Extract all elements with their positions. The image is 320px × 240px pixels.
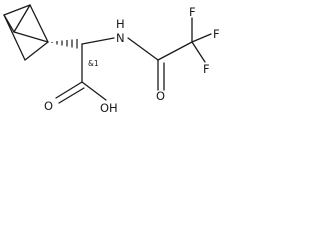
- hashed-wedge: [51, 39, 78, 49]
- molecule-structure: H N O F F F O OH &1: [3, 4, 220, 115]
- acid-co-bond: [55, 81, 83, 99]
- n-c-bond: [127, 37, 159, 61]
- cage-bond: [24, 41, 49, 61]
- amide-oxygen-label: O: [156, 89, 165, 103]
- acid-oxygen-label: O: [44, 99, 53, 113]
- cage-bond: [3, 14, 26, 61]
- cage-bond: [13, 31, 49, 43]
- cage-bond: [29, 4, 49, 43]
- c-f-bond: [191, 33, 212, 43]
- ca-n-bond: [81, 37, 115, 45]
- c-f-bond: [191, 41, 206, 63]
- nh-hydrogen-label: H: [116, 17, 125, 31]
- c-cf3-bond: [157, 41, 193, 61]
- fluorine-label-bottom: F: [203, 62, 210, 76]
- acid-oh-bond: [81, 81, 107, 101]
- stereo-label: &1: [88, 59, 99, 68]
- acid-co-bond-2: [58, 87, 85, 104]
- fluorine-label-top: F: [189, 5, 196, 19]
- cage-bond: [13, 4, 31, 33]
- hydroxyl-label: OH: [100, 101, 118, 115]
- nh-nitrogen-label: N: [116, 31, 125, 45]
- molecule-canvas: H N O F F F O OH &1: [0, 0, 233, 132]
- bonds: [3, 4, 212, 104]
- fluorine-label-right: F: [213, 27, 220, 41]
- cage-bond: [3, 4, 31, 16]
